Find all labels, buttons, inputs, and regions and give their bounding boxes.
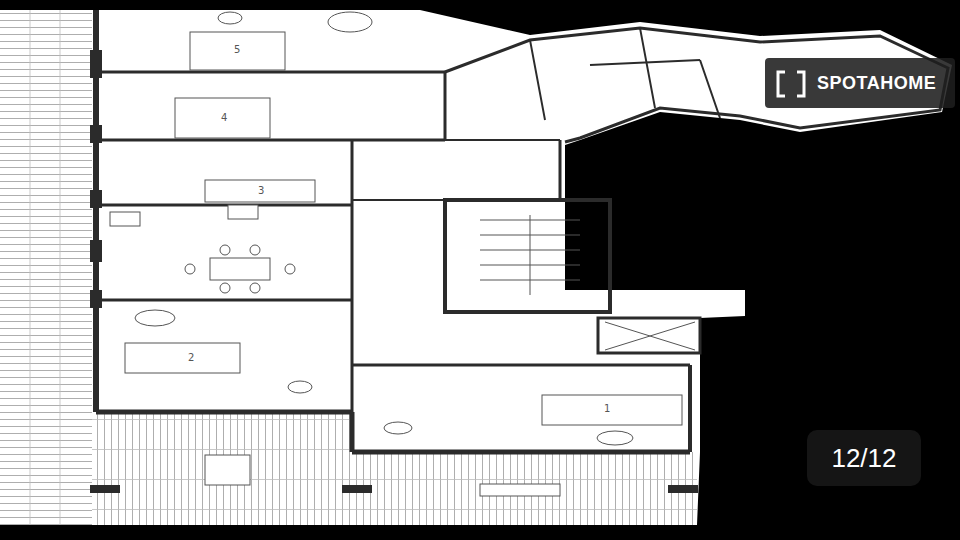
page-counter: 12/12 bbox=[807, 430, 921, 486]
furniture bbox=[110, 12, 695, 496]
room-number: 3 bbox=[256, 185, 266, 197]
terrace-bottom bbox=[92, 412, 352, 525]
walls bbox=[96, 10, 948, 452]
brand-badge: SPOTAHOME bbox=[765, 58, 955, 108]
terrace-left bbox=[0, 10, 92, 525]
room-number: 5 bbox=[232, 44, 242, 56]
brand-logo bbox=[776, 70, 806, 98]
room-number: 2 bbox=[186, 352, 196, 364]
badge-text: 12/12 bbox=[821, 443, 907, 474]
room-number: 1 bbox=[602, 403, 612, 415]
terrace-bottom bbox=[352, 452, 697, 525]
room-number: 4 bbox=[219, 112, 229, 124]
badge-text: SPOTAHOME bbox=[817, 73, 943, 94]
windows bbox=[90, 50, 698, 493]
